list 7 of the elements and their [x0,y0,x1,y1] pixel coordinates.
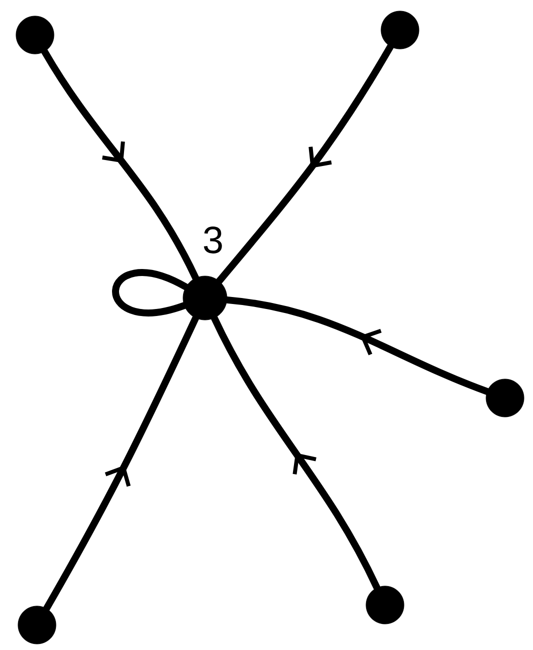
vertex-dot [18,606,56,644]
vertex-dot [16,16,54,54]
vertex-dot [366,586,404,624]
vertex-dot [486,378,524,418]
vertex-dot [380,10,420,50]
vertex-label: 3 [204,226,222,254]
vertex-dot [182,276,228,320]
